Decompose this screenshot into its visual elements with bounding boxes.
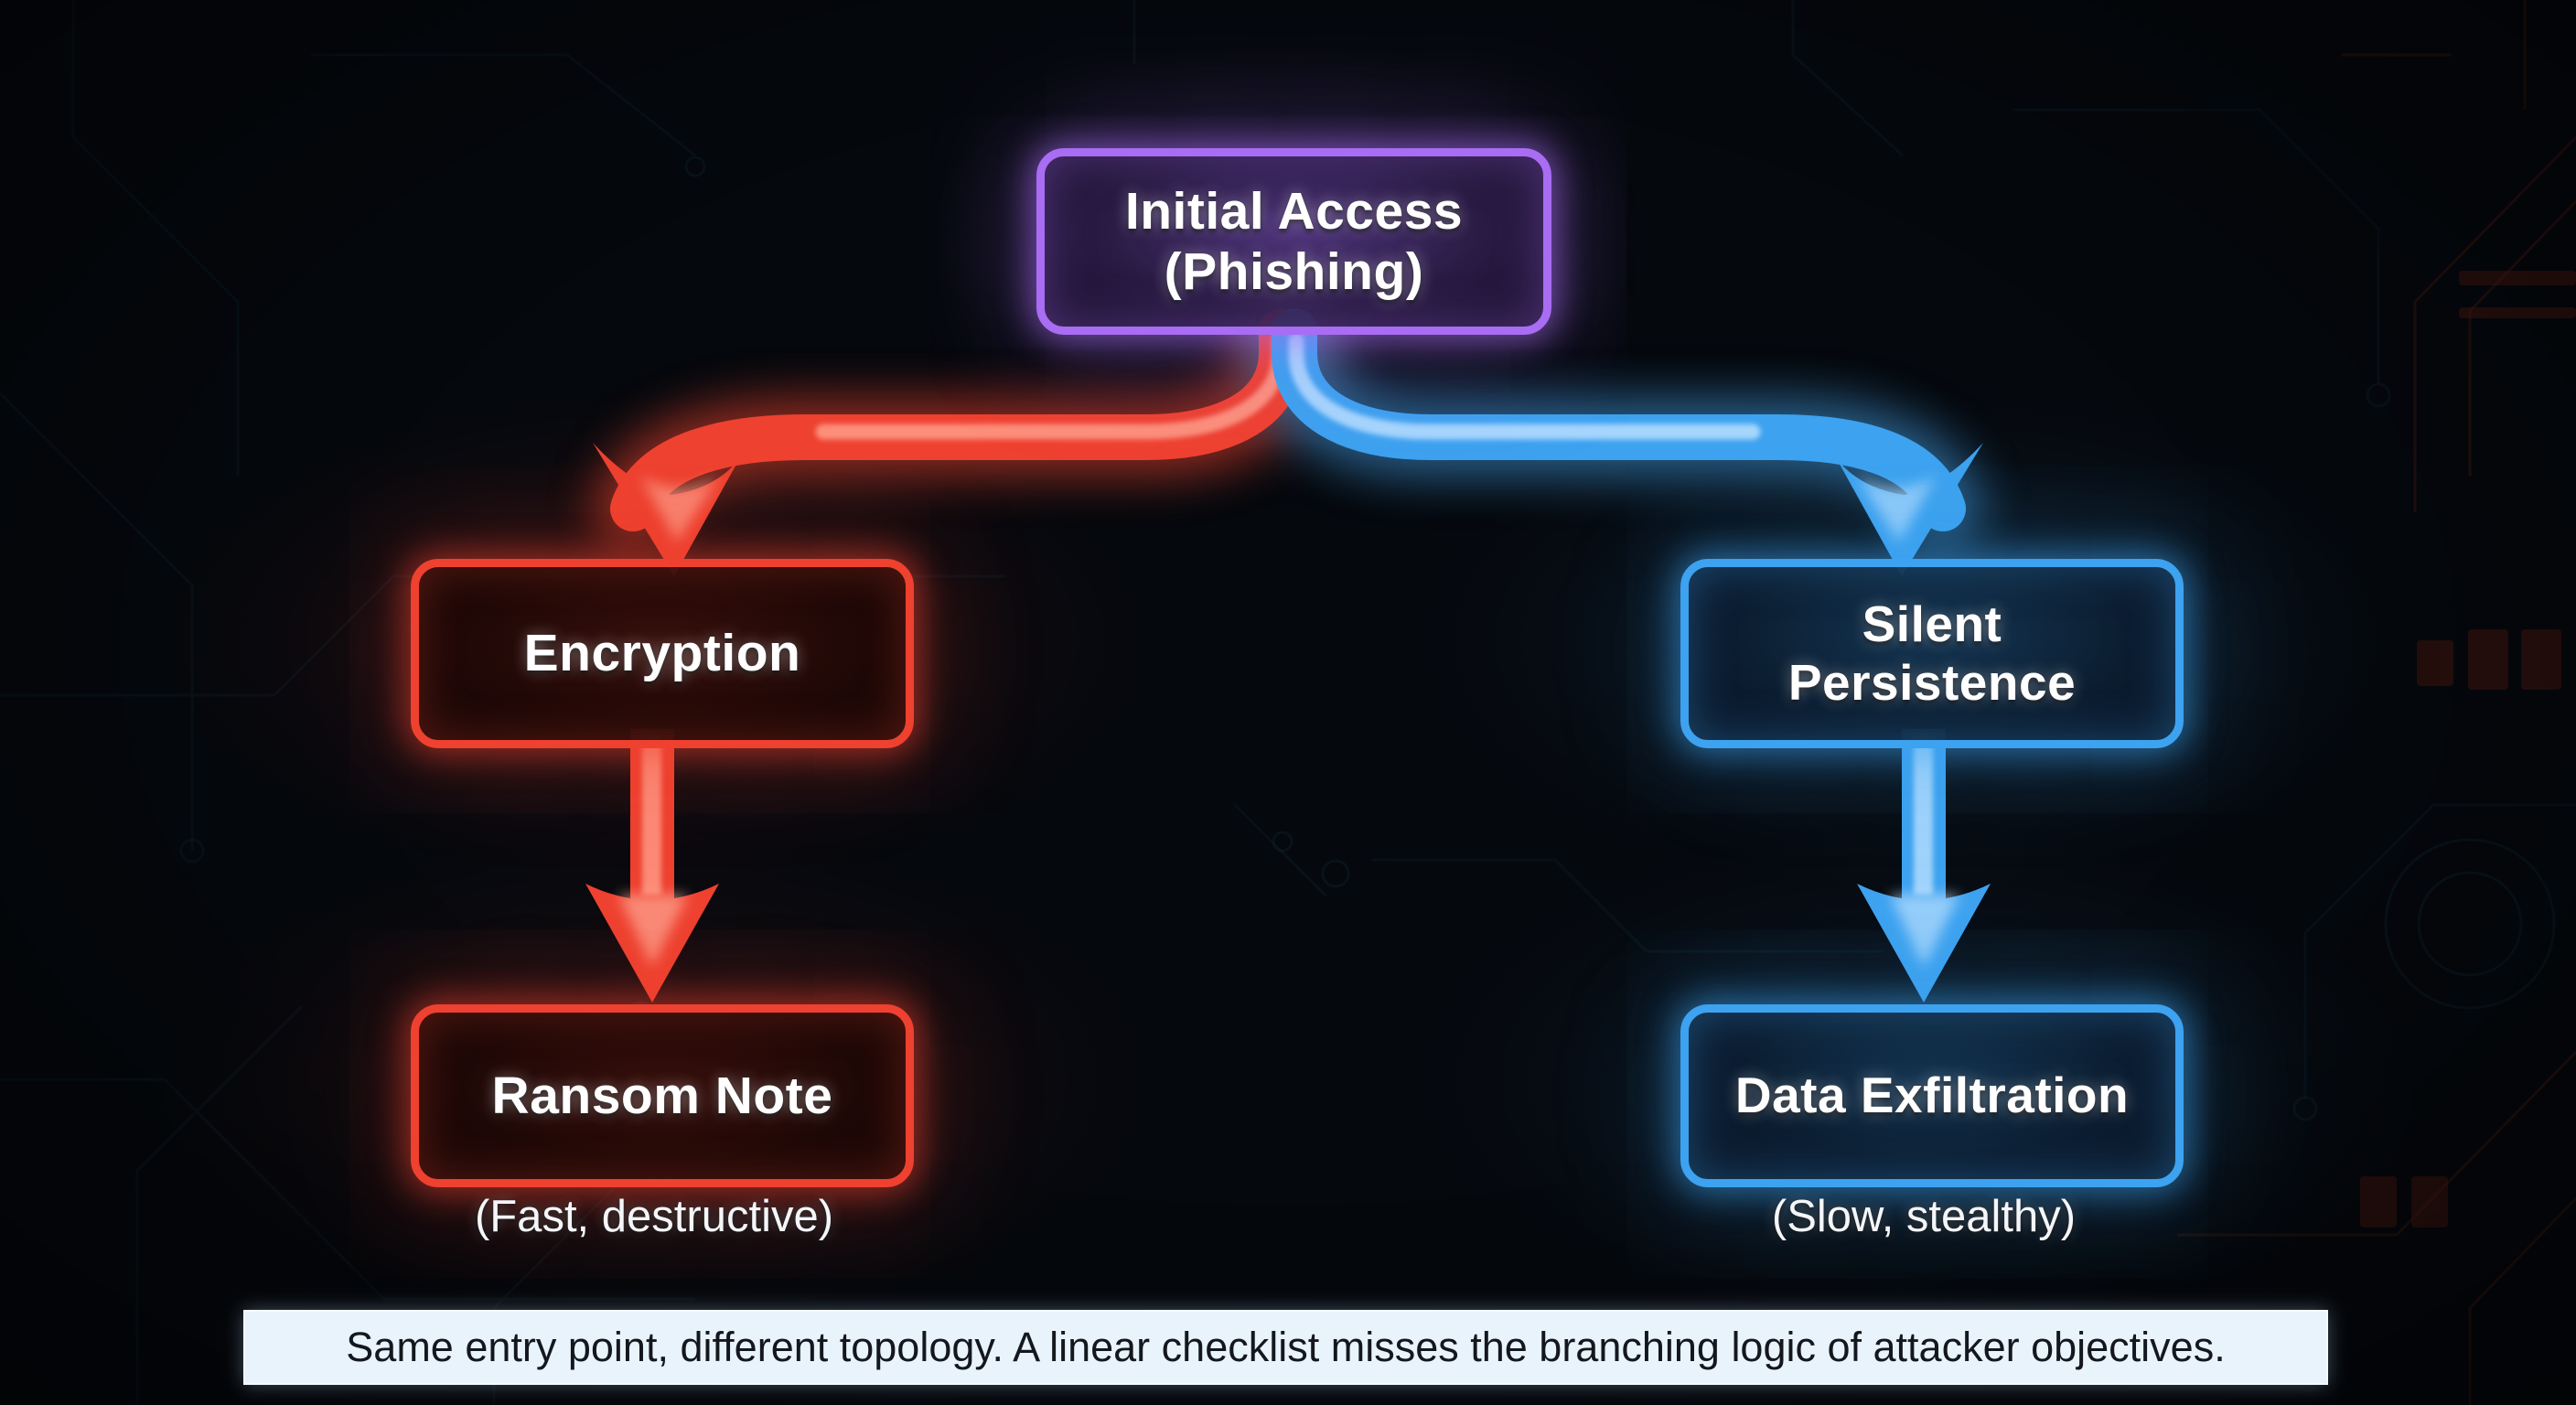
node-encryption: Encryption [411, 559, 914, 748]
node-label: Data Exfiltration [1734, 1067, 2130, 1124]
caption-fast-destructive: (Fast, destructive) [474, 1192, 834, 1241]
node-label: Persistence [1787, 653, 2077, 711]
node-data-exfiltration: Data Exfiltration [1680, 1004, 2184, 1187]
node-silent-persistence: Silent Persistence [1680, 559, 2184, 748]
node-label: Silent [1862, 595, 2002, 652]
summary-banner-text: Same entry point, different topology. A … [346, 1324, 2226, 1370]
summary-banner: Same entry point, different topology. A … [243, 1310, 2328, 1385]
node-label: (Phishing) [1164, 242, 1424, 301]
node-label: Initial Access [1124, 181, 1464, 241]
node-ransom-note: Ransom Note [411, 1004, 914, 1187]
caption-slow-stealthy: (Slow, stealthy) [1771, 1192, 2077, 1241]
node-initial-access: Initial Access (Phishing) [1036, 148, 1551, 335]
node-label: Ransom Note [491, 1066, 833, 1125]
node-label: Encryption [523, 624, 801, 683]
